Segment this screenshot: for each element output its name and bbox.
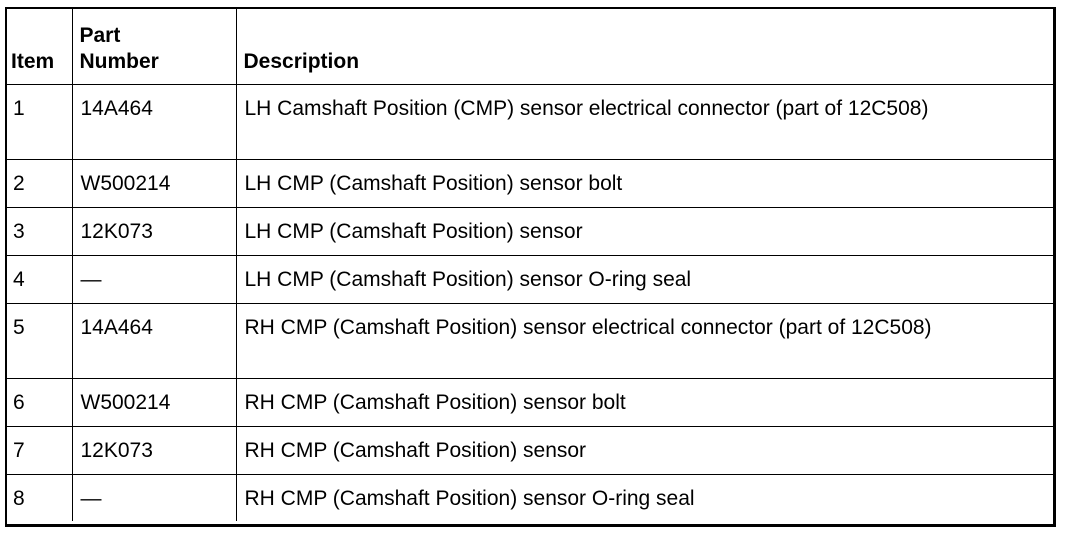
cell-description: RH CMP (Camshaft Position) sensor — [235, 425, 1053, 475]
cell-description: LH Camshaft Position (CMP) sensor electr… — [235, 83, 1053, 160]
frame-shadow-bottom — [7, 524, 1056, 527]
cell-item: 7 — [7, 425, 73, 475]
cell-description: RH CMP (Camshaft Position) sensor bolt — [235, 377, 1053, 427]
cell-part-number: 14A464 — [71, 83, 237, 160]
table-row: 4 — LH CMP (Camshaft Position) sensor O-… — [7, 254, 1053, 304]
table-row: 1 14A464 LH Camshaft Position (CMP) sens… — [7, 83, 1053, 160]
cell-description: LH CMP (Camshaft Position) sensor — [235, 206, 1053, 256]
cell-item: 2 — [7, 158, 73, 208]
frame-shadow-right — [1053, 9, 1056, 527]
table-row: 2 W500214 LH CMP (Camshaft Position) sen… — [7, 158, 1053, 208]
cell-item: 4 — [7, 254, 73, 304]
cell-description: LH CMP (Camshaft Position) sensor O-ring… — [235, 254, 1053, 304]
table-row: 3 12K073 LH CMP (Camshaft Position) sens… — [7, 206, 1053, 256]
table-row: 5 14A464 RH CMP (Camshaft Position) sens… — [7, 302, 1053, 379]
cell-part-number: — — [71, 473, 237, 521]
cell-part-number: 12K073 — [71, 206, 237, 256]
table-row: 6 W500214 RH CMP (Camshaft Position) sen… — [7, 377, 1053, 427]
cell-item: 8 — [7, 473, 73, 521]
cell-part-number: 14A464 — [71, 302, 237, 379]
cell-description: RH CMP (Camshaft Position) sensor O-ring… — [235, 473, 1053, 521]
cell-item: 3 — [7, 206, 73, 256]
cell-item: 5 — [7, 302, 73, 379]
cell-part-number: W500214 — [71, 158, 237, 208]
cell-part-number: 12K073 — [71, 425, 237, 475]
column-header-item: Item — [7, 9, 73, 85]
cell-part-number: W500214 — [71, 377, 237, 427]
cell-item: 6 — [7, 377, 73, 427]
table-row: 8 — RH CMP (Camshaft Position) sensor O-… — [7, 473, 1053, 521]
cell-description: RH CMP (Camshaft Position) sensor electr… — [235, 302, 1053, 379]
cell-description: LH CMP (Camshaft Position) sensor bolt — [235, 158, 1053, 208]
cell-item: 1 — [7, 83, 73, 160]
cell-part-number: — — [71, 254, 237, 304]
table-row: 7 12K073 RH CMP (Camshaft Position) sens… — [7, 425, 1053, 475]
column-header-description: Description — [235, 9, 1053, 85]
